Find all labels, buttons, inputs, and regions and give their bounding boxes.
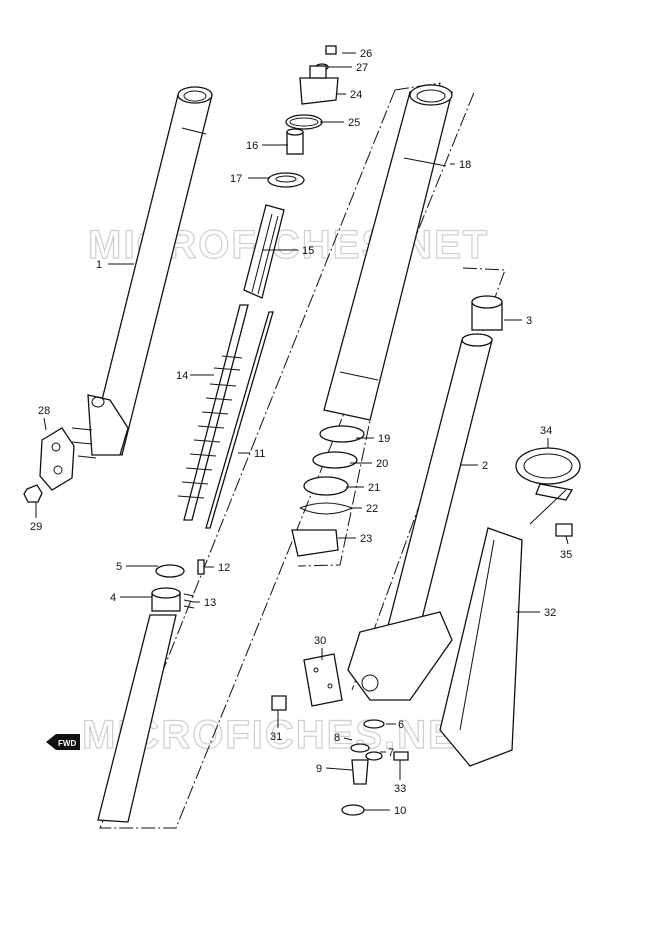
damper-rod-spring: [177, 304, 274, 529]
fork-lower-leg: [347, 333, 493, 701]
callout-4: 4: [110, 592, 116, 604]
spring-guide: [243, 204, 285, 299]
guide-plate: [303, 653, 343, 707]
callout-32: 32: [544, 607, 556, 619]
callout-12: 12: [218, 562, 230, 574]
spring-seat-washer: [267, 172, 305, 188]
lower-leg-group-outline: [351, 267, 506, 691]
leader-lines: [35, 52, 569, 811]
inner-assembly-outline: [99, 89, 476, 829]
callout-33: 33: [394, 783, 406, 795]
forward-direction-icon: FWD: [46, 734, 80, 750]
rod-pin: [197, 559, 205, 575]
callout-20: 20: [376, 458, 388, 470]
callout-22: 22: [366, 503, 378, 515]
axle-holder-nut: [23, 484, 43, 503]
oil-seal: [303, 476, 349, 496]
inner-fork-tube: [71, 86, 213, 459]
axle-holder: [39, 427, 75, 491]
callout-29: 29: [30, 521, 42, 533]
callout-28: 28: [38, 405, 50, 417]
callout-labels: 26 27 24 25 16 17 18 1 15 14 11 3 2 19 2…: [30, 48, 572, 817]
lower-rod-piece: [151, 587, 181, 612]
callout-14: 14: [176, 370, 188, 382]
drain-bolt: [351, 759, 369, 785]
outer-fork-tube: [323, 84, 453, 421]
cap-bolt-stack: [285, 45, 339, 130]
o-ring: [341, 804, 365, 816]
callout-6: 6: [398, 719, 404, 731]
callout-34: 34: [540, 425, 552, 437]
callout-8: 8: [334, 732, 340, 744]
callout-35: 35: [560, 549, 572, 561]
oil-lock-piece: [155, 564, 185, 578]
callout-7: 7: [388, 747, 394, 759]
callout-1: 1: [96, 259, 102, 271]
callout-25: 25: [348, 117, 360, 129]
slide-bushing: [471, 295, 503, 331]
callout-2: 2: [482, 460, 488, 472]
clamp-bolt: [555, 523, 573, 537]
callout-5: 5: [116, 561, 122, 573]
callout-23: 23: [360, 533, 372, 545]
callout-13: 13: [204, 597, 216, 609]
callout-16: 16: [246, 140, 258, 152]
guard-clamp: [515, 447, 581, 501]
callout-30: 30: [314, 635, 326, 647]
callout-10: 10: [394, 805, 406, 817]
guard-screw: [393, 751, 409, 761]
dust-seal: [291, 529, 339, 557]
small-spring: [183, 593, 195, 609]
callout-31: 31: [270, 731, 282, 743]
callout-15: 15: [302, 245, 314, 257]
plate-bolt: [271, 695, 287, 711]
callout-9: 9: [316, 763, 322, 775]
fork-guard: [439, 527, 523, 767]
callout-3: 3: [526, 315, 532, 327]
washer: [350, 743, 370, 753]
seal-stopper-ring: [299, 502, 354, 515]
small-washer: [365, 751, 383, 761]
callout-24: 24: [350, 89, 362, 101]
callout-21: 21: [368, 482, 380, 494]
oil-seal-spacer: [312, 451, 358, 469]
fwd-label: FWD: [58, 739, 76, 748]
spacer-collar: [286, 128, 304, 155]
drain-gasket: [363, 719, 385, 729]
oil-seal-retainer: [319, 425, 365, 443]
callout-18: 18: [459, 159, 471, 171]
lower-inner-tube: [97, 614, 177, 823]
callout-26: 26: [360, 48, 372, 60]
callout-11: 11: [254, 448, 265, 460]
callout-17: 17: [230, 173, 242, 185]
callout-19: 19: [378, 433, 390, 445]
callout-27: 27: [356, 62, 368, 74]
